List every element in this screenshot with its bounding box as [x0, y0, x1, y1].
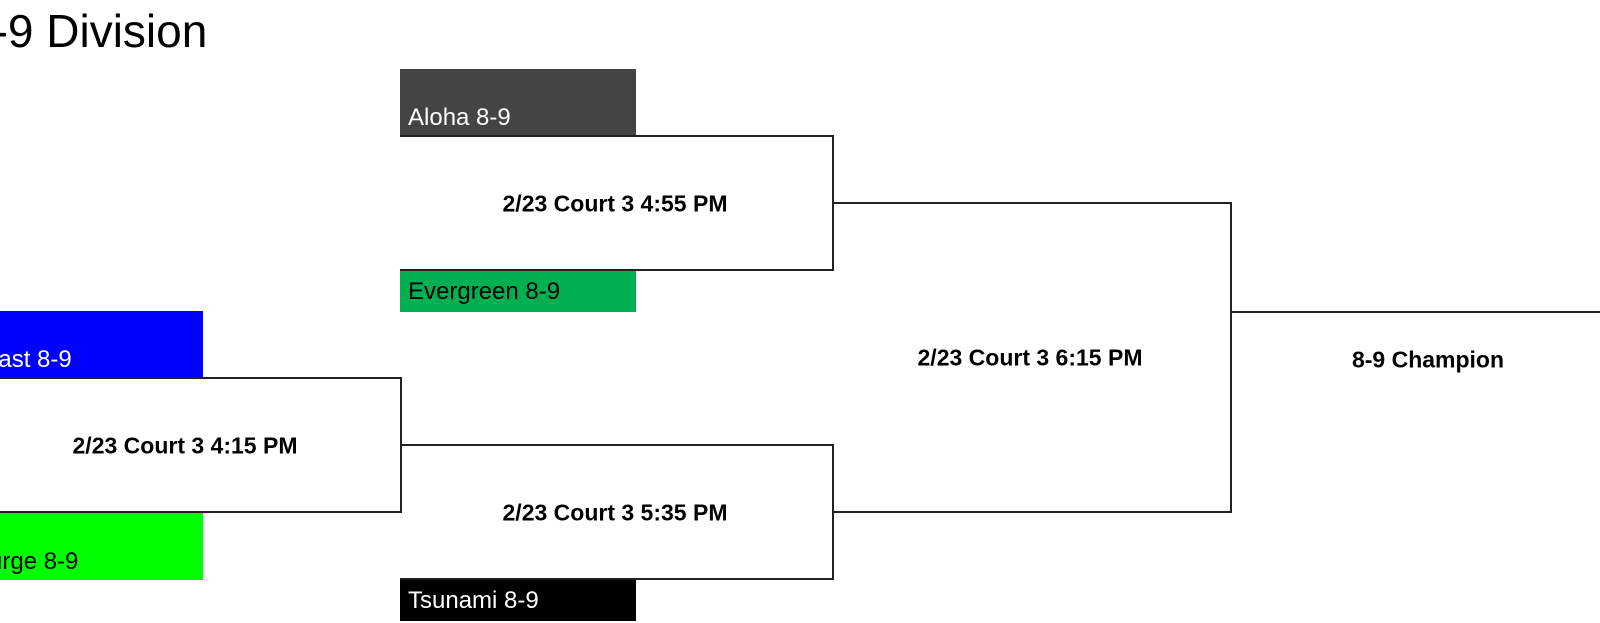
team-evergreen: Evergreen 8-9 [400, 271, 636, 312]
bracket-line [832, 202, 1232, 204]
team-name: Aloha 8-9 [408, 104, 511, 131]
team-name: Surge 8-9 [0, 548, 79, 575]
team-aloha: Aloha 8-9 [400, 69, 636, 136]
bracket-line [832, 511, 1232, 513]
team-tsunami: Tsunami 8-9 [400, 580, 636, 621]
bracket-line [0, 377, 402, 379]
bracket-line [400, 578, 834, 580]
team-name: Tsunami 8-9 [408, 586, 539, 614]
champion-line [1230, 311, 1600, 313]
bracket-line [1230, 202, 1232, 513]
bracket-line [400, 444, 834, 446]
game-label: 2/23 Court 3 4:55 PM [502, 190, 728, 217]
team-surge: Surge 8-9 [0, 513, 203, 580]
champion-label: 8-9 Champion [1351, 346, 1505, 373]
team-name: Blast 8-9 [0, 346, 72, 373]
bracket-line [400, 269, 834, 271]
team-blast: Blast 8-9 [0, 311, 203, 378]
bracket-line [0, 511, 402, 513]
game-label: 2/23 Court 3 4:15 PM [72, 432, 298, 459]
game-label: 2/23 Court 3 5:35 PM [502, 499, 728, 526]
team-name: Evergreen 8-9 [408, 277, 561, 305]
game-label: 2/23 Court 3 6:15 PM [917, 344, 1143, 371]
bracket-line [400, 135, 834, 137]
page-title: 8-9 Division [0, 5, 208, 57]
